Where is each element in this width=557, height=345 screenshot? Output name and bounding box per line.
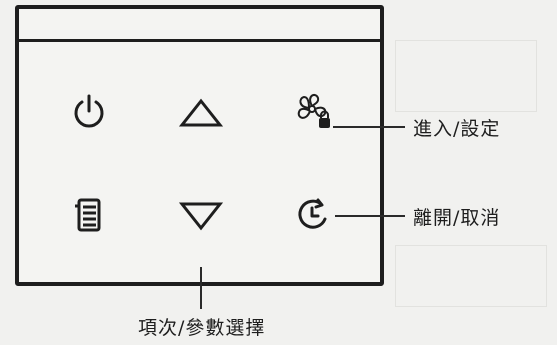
- background-ghost-box: [395, 245, 547, 307]
- power-icon: [74, 94, 104, 128]
- triangle-down-icon: [179, 202, 223, 231]
- power-button[interactable]: [71, 93, 107, 131]
- menu-button[interactable]: [73, 197, 103, 233]
- callout-item-param-select: 項次/參數選擇: [138, 317, 266, 339]
- leader-line-enter: [333, 126, 405, 128]
- timer-button[interactable]: [294, 196, 332, 234]
- fan-lock-icon: [297, 93, 330, 128]
- fan-lock-button[interactable]: [294, 91, 334, 131]
- callout-exit-cancel: 離開/取消: [413, 207, 501, 229]
- callout-enter-setting: 進入/設定: [413, 118, 501, 140]
- leader-line-exit: [335, 215, 405, 217]
- panel-top-divider: [19, 39, 380, 42]
- control-panel: [15, 5, 384, 286]
- up-button[interactable]: [179, 98, 223, 128]
- timer-icon: [298, 198, 327, 229]
- triangle-up-icon: [179, 98, 223, 127]
- menu-list-icon: [75, 198, 101, 232]
- background-ghost-box: [395, 40, 537, 112]
- down-button[interactable]: [179, 201, 223, 231]
- leader-line-select: [200, 267, 202, 309]
